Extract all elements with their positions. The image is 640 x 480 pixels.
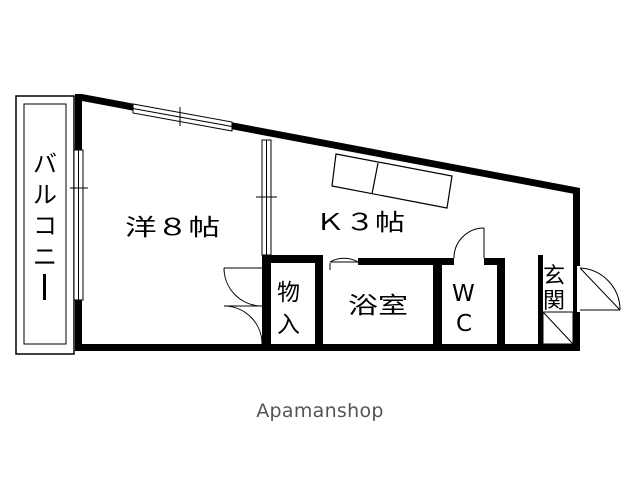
entrance-door	[577, 266, 621, 312]
storage-doors	[223, 267, 263, 345]
balcony-long-dash	[43, 274, 46, 300]
balcony-char: ル	[33, 181, 57, 209]
western-room-label: 洋８帖	[125, 215, 220, 241]
kitchen-counter	[331, 153, 453, 209]
kitchen-label: Ｋ３帖	[315, 210, 405, 236]
toilet-door	[453, 227, 485, 259]
storage-label-2: 入	[277, 312, 300, 338]
entrance-label-1: 玄	[543, 264, 565, 289]
balcony-char: コ	[33, 212, 57, 240]
storage-label-1: 物	[277, 280, 300, 306]
toilet-label-2: C	[456, 311, 472, 337]
top-window	[132, 103, 233, 132]
balcony-label: バ ル コ ニ	[33, 150, 57, 300]
sliding-partition	[256, 139, 277, 256]
balcony-char: ニ	[33, 243, 57, 271]
interior-walls	[262, 255, 543, 347]
bathroom-door	[329, 257, 359, 270]
entrance-label-2: 関	[543, 289, 565, 314]
entrance-step	[542, 311, 574, 345]
brand-watermark: Apamanshop	[256, 400, 384, 422]
balcony-char: バ	[33, 150, 57, 178]
balcony-window	[70, 149, 88, 301]
bathroom-label: 浴室	[348, 293, 408, 319]
toilet-label-1: W	[452, 281, 475, 307]
